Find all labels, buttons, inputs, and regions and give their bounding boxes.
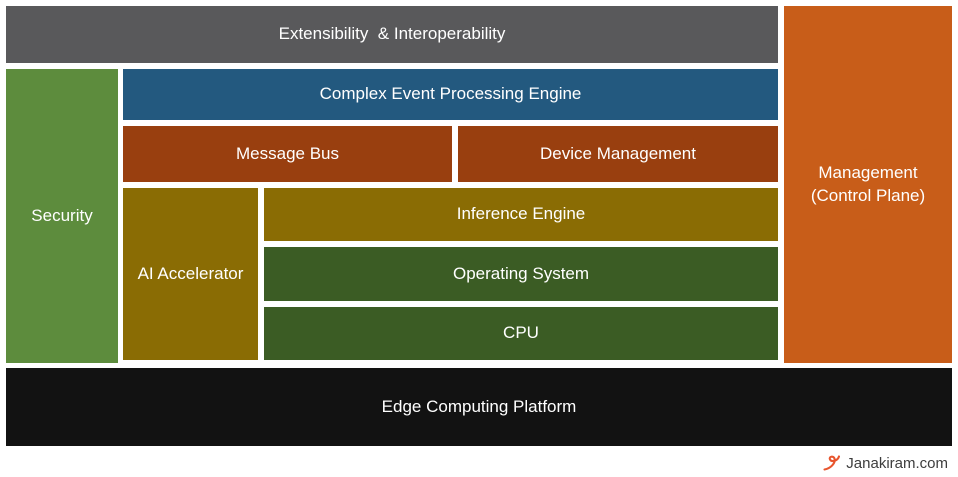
block-label: Management (Control Plane) [810, 162, 926, 205]
block-operating-system: Operating System [264, 247, 778, 301]
block-message-bus: Message Bus [123, 126, 452, 182]
block-complex-event-processing-engine: Complex Event Processing Engine [123, 69, 778, 120]
block-label: AI Accelerator [137, 263, 244, 283]
block-label: Device Management [540, 143, 696, 163]
block-label: Message Bus [236, 143, 339, 163]
block-edge-computing-platform: Edge Computing Platform [6, 368, 952, 446]
block-inference-engine: Inference Engine [264, 188, 778, 241]
block-device-management: Device Management [458, 126, 778, 182]
block-security: Security [6, 69, 118, 363]
brand-credit: Janakiram.com [822, 453, 948, 473]
block-label: Complex Event Processing Engine [319, 84, 582, 104]
block-extensibility-interoperability: Extensibility & Interoperability [6, 6, 778, 63]
janakiram-logo-icon [822, 453, 842, 473]
block-label: Inference Engine [456, 204, 586, 224]
block-management-control-plane: Management (Control Plane) [784, 6, 952, 363]
block-label: Security [31, 205, 93, 225]
block-cpu: CPU [264, 307, 778, 360]
block-label: CPU [503, 323, 539, 343]
block-label: Extensibility & Interoperability [278, 24, 506, 44]
block-label: Operating System [452, 263, 590, 283]
brand-text: Janakiram.com [846, 454, 948, 472]
block-label: Edge Computing Platform [381, 396, 577, 416]
block-ai-accelerator: AI Accelerator [123, 188, 258, 360]
